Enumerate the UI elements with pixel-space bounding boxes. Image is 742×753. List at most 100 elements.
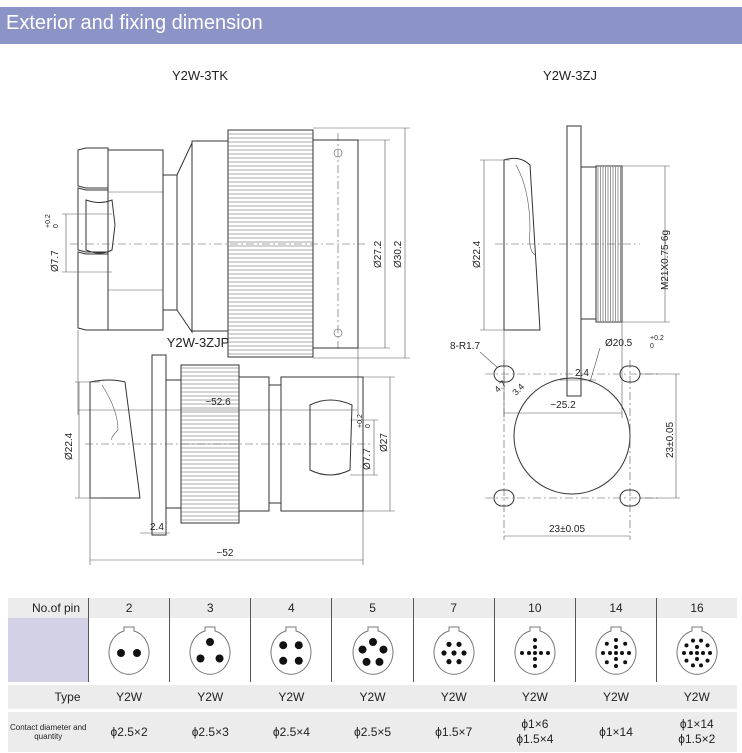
dim-flange: 2.4	[575, 368, 589, 379]
pin-contact	[604, 659, 609, 664]
type-cell: Y2W	[656, 682, 737, 711]
dim-hole-tol: +0.2	[650, 335, 664, 342]
contact-spec: ϕ1×6	[521, 717, 549, 731]
pin-contact	[623, 659, 628, 664]
pin-contact	[379, 645, 388, 654]
pin-contact	[695, 644, 700, 649]
pin-contact	[295, 656, 304, 665]
pin-contact	[362, 657, 371, 666]
drawing-title: Y2W-3ZJP	[167, 335, 230, 350]
contact-spec: ϕ2.5×4	[272, 724, 310, 739]
drawing-y2w-3zjp: Y2W-3ZJP Ø22.4 Ø7.7 +0.2 0 Ø27 2.4	[64, 335, 395, 565]
dim-outer: Ø27	[379, 433, 390, 452]
pin-contact	[689, 650, 694, 655]
pin-count: 16	[656, 598, 737, 618]
dim-bore: Ø7.7	[362, 448, 373, 470]
pin-contact	[614, 644, 619, 649]
pin-count: 10	[493, 598, 576, 618]
dim-length: ~52	[217, 548, 234, 559]
dim-bore-tol: +0.2	[45, 214, 52, 228]
pin-contact	[519, 650, 524, 655]
type-cell: Y2W	[331, 682, 414, 711]
pin-contact	[538, 650, 543, 655]
pin-layout-icon	[189, 626, 231, 675]
type-cell: Y2W	[575, 682, 657, 711]
contact-cell: ϕ1.5×7	[413, 709, 495, 752]
type-cell: Y2W	[250, 682, 332, 711]
section-title: Exterior and fixing dimension	[6, 12, 263, 34]
pin-contact	[705, 658, 710, 663]
pin-layout-cell	[87, 618, 170, 684]
dim-body: Ø22.4	[64, 432, 75, 460]
pin-layout-cell	[574, 618, 657, 684]
drawings: Y2W-3TK Ø7.7 +0.2 0 Ø27.2 Ø30.	[45, 68, 680, 565]
pin-contact	[279, 656, 288, 665]
pin-count: 5	[331, 598, 414, 618]
dim-length: ~52.6	[205, 397, 231, 408]
pin-contact	[614, 656, 619, 661]
pin-layout-cell	[656, 618, 737, 684]
pin-layout-cell	[250, 618, 332, 684]
contact-spec: ϕ1×14	[599, 724, 633, 739]
dim-body: Ø22.4	[472, 240, 483, 268]
pin-contact	[682, 650, 687, 655]
contact-spec: ϕ2.5×2	[110, 724, 148, 739]
contact-cell: ϕ2.5×3	[169, 709, 251, 752]
dim-flange: 2.4	[150, 522, 164, 533]
pin-contact	[526, 650, 531, 655]
pin-contact	[608, 650, 613, 655]
pin-count: 14	[574, 598, 657, 618]
row-label-pins: No.of pin	[8, 598, 89, 618]
pin-contact	[358, 645, 367, 654]
pin-layout-icon	[270, 626, 312, 675]
pin-contact	[295, 640, 304, 649]
pin-contact	[684, 642, 689, 647]
dim-bore: Ø7.7	[50, 250, 61, 272]
pin-contact	[451, 649, 457, 656]
row-label-type: Type	[8, 682, 89, 711]
pins-row: No.of pin 2 3 4 5 7 10 14 16	[8, 598, 737, 618]
pin-layout-row	[8, 618, 737, 684]
dim-bore-tol0: 0	[365, 424, 372, 428]
pin-contact	[699, 638, 704, 643]
type-cell: Y2W	[88, 682, 170, 711]
dim-outer: Ø30.2	[393, 240, 404, 268]
contact-spec: ϕ1×14	[679, 717, 714, 731]
pin-layout-icon	[676, 626, 718, 675]
pin-contact	[532, 656, 537, 661]
pin-contact	[196, 654, 205, 662]
dim-bore-tol0: 0	[53, 224, 60, 228]
pin-contact	[532, 644, 537, 649]
pin-contact	[446, 641, 452, 647]
dim-length: ~25.2	[550, 400, 576, 411]
dim-inner: Ø27.2	[373, 240, 384, 268]
pin-contact	[684, 658, 689, 663]
pin-contact	[446, 658, 452, 664]
pin-contact	[133, 648, 142, 657]
pin-contact	[117, 648, 126, 657]
pin-contact	[701, 650, 706, 655]
pin-contact	[614, 650, 619, 655]
contact-spec: ϕ2.5×5	[354, 724, 392, 739]
type-cell: Y2W	[494, 682, 576, 711]
dim-a: 4.7	[492, 378, 508, 394]
row-label-blank	[8, 618, 89, 684]
contact-cell: ϕ2.5×4	[250, 709, 332, 752]
contact-cell: ϕ1×14	[575, 709, 657, 752]
pin-layout-cell	[412, 618, 495, 684]
pin-layout-icon	[352, 626, 393, 675]
dim-h: 23±0.05	[549, 524, 586, 535]
pin-contact	[691, 638, 696, 643]
dim-b: 3.4	[510, 381, 526, 397]
pin-contact	[623, 641, 628, 646]
pin-layout-cell	[331, 618, 414, 684]
contact-spec: ϕ1.5×4	[516, 732, 554, 746]
pin-contact	[456, 658, 462, 664]
type-cell: Y2W	[413, 682, 495, 711]
pin-contact	[461, 649, 467, 656]
pin-contact	[705, 642, 710, 647]
pin-contact	[695, 650, 700, 655]
pin-contact	[695, 656, 700, 661]
contact-cell: ϕ2.5×5	[331, 709, 414, 752]
